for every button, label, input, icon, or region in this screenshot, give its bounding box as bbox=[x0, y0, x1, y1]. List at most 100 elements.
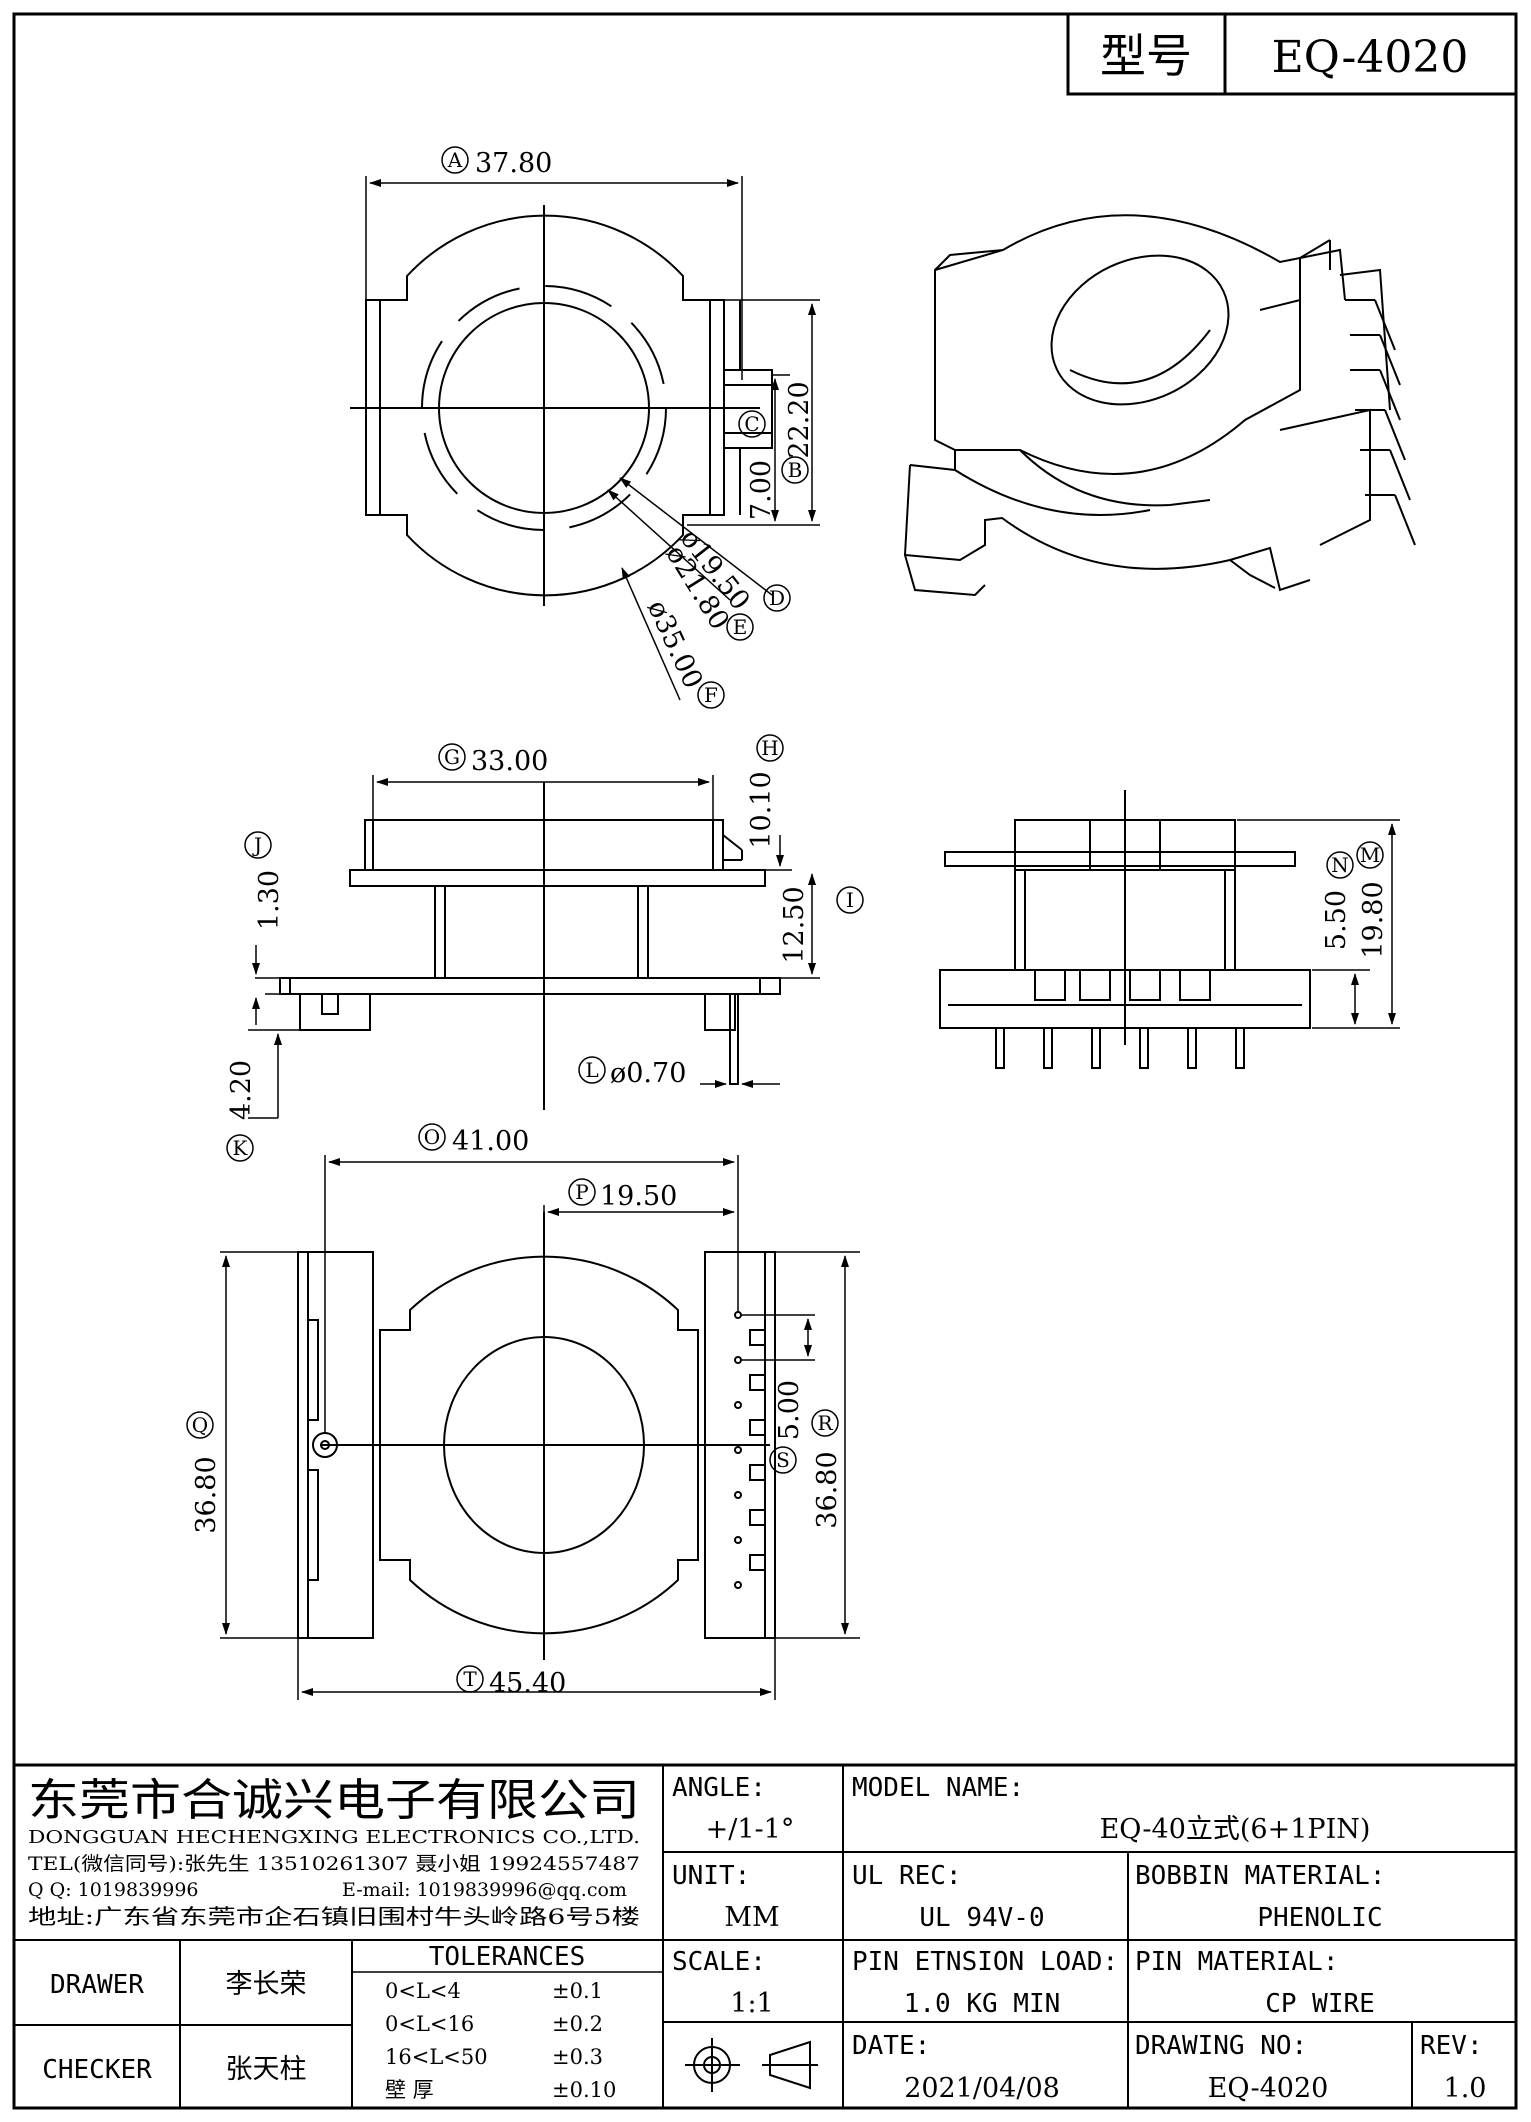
bottom-view bbox=[297, 1212, 776, 1660]
tol-range-2: 16<L<50 bbox=[385, 2045, 488, 2069]
dim-S-text: 5.00 bbox=[774, 1380, 805, 1440]
dim-F-circle: F bbox=[697, 681, 725, 709]
dim-S: S bbox=[769, 1446, 797, 1474]
dim-B-circle: B bbox=[781, 456, 809, 484]
rev-label: REV: bbox=[1420, 2031, 1483, 2061]
checker-name: 张天柱 bbox=[226, 2054, 307, 2085]
dim-S-letter: S bbox=[776, 1448, 790, 1472]
dim-S-value: 5.00 bbox=[774, 1380, 805, 1440]
dim-O: O 41.00 bbox=[418, 1123, 529, 1157]
model-name-label: MODEL NAME: bbox=[852, 1773, 1024, 1803]
dim-A: A 37.80 bbox=[441, 146, 552, 179]
drawing-no-label: DRAWING NO: bbox=[1135, 2031, 1307, 2061]
dim-B-letter: B bbox=[788, 458, 803, 482]
unit-value: MM bbox=[724, 1902, 779, 1933]
tol-value-1: ±0.2 bbox=[552, 2012, 603, 2036]
tol-range-1: 0<L<16 bbox=[385, 2012, 474, 2036]
top-view-dimensions bbox=[365, 176, 820, 701]
front-view-dimensions bbox=[248, 775, 820, 1119]
dim-H: H bbox=[756, 734, 784, 762]
dim-R: R bbox=[811, 1409, 839, 1437]
dim-Q-value: 36.80 bbox=[191, 1456, 222, 1533]
dim-J-text: 1.30 bbox=[254, 870, 285, 930]
projection-symbol bbox=[685, 2038, 818, 2092]
company-block: 东莞市合诚兴电子有限公司 DONGGUAN HECHENGXING ELECTR… bbox=[28, 1775, 640, 1929]
dim-L-letter: L bbox=[585, 1058, 598, 1082]
tolerances-block: TOLERANCES 0<L<4 ±0.1 0<L<16 ±0.2 16<L<5… bbox=[385, 1942, 616, 2102]
tol-value-2: ±0.3 bbox=[552, 2045, 603, 2069]
company-name-cn: 东莞市合诚兴电子有限公司 bbox=[28, 1775, 640, 1826]
side-view bbox=[939, 790, 1311, 1069]
dim-R-text: 36.80 bbox=[812, 1451, 843, 1528]
dim-M-value: 19.80 bbox=[1358, 881, 1389, 958]
dim-G-letter: G bbox=[444, 745, 460, 769]
tol-value-3: ±0.10 bbox=[552, 2078, 616, 2102]
dim-H-letter: H bbox=[761, 736, 778, 760]
dim-Q-text: 36.80 bbox=[191, 1456, 222, 1533]
dim-N-letter: N bbox=[1331, 853, 1349, 877]
dim-I-text: 12.50 bbox=[779, 886, 810, 963]
bobbin-material-value: PHENOLIC bbox=[1257, 1903, 1382, 1933]
bottom-view-dimensions bbox=[220, 1155, 860, 1700]
pin-material-value: CP WIRE bbox=[1265, 1989, 1375, 2019]
dim-A-value: 37.80 bbox=[475, 148, 552, 179]
dim-L: L ø0.70 bbox=[578, 1056, 686, 1089]
dim-T-value: 45.40 bbox=[489, 1668, 566, 1699]
pin-tension-label: PIN ETNSION LOAD: bbox=[852, 1947, 1118, 1977]
angle-value: +/1-1° bbox=[706, 1814, 795, 1845]
isometric-view bbox=[903, 214, 1416, 597]
dim-B: 22.20 bbox=[784, 381, 815, 458]
dim-Q: Q bbox=[186, 1411, 214, 1439]
dim-K-value: 4.20 bbox=[226, 1060, 257, 1120]
drawing-border bbox=[12, 12, 1518, 2110]
dim-G-value: 33.00 bbox=[471, 746, 548, 777]
dim-C-letter: C bbox=[744, 412, 759, 436]
dim-Q-letter: Q bbox=[192, 1413, 208, 1437]
pin-tension-value: 1.0 KG MIN bbox=[904, 1989, 1061, 2019]
tol-range-3: 壁 厚 bbox=[385, 2078, 434, 2102]
dim-O-letter: O bbox=[424, 1125, 440, 1149]
dim-T-letter: T bbox=[463, 1667, 477, 1691]
dim-T: T 45.40 bbox=[456, 1665, 566, 1699]
dim-M-letter: M bbox=[1360, 843, 1380, 867]
dim-H-value: 10.10 bbox=[746, 771, 777, 848]
date-label: DATE: bbox=[852, 2031, 930, 2061]
dim-F-letter: F bbox=[704, 683, 718, 707]
dim-N-text: 5.50 bbox=[1321, 890, 1352, 950]
angle-label: ANGLE: bbox=[672, 1773, 766, 1803]
dim-D-letter: D bbox=[769, 586, 785, 610]
ul-rec-label: UL REC: bbox=[852, 1861, 962, 1891]
dim-A-letter: A bbox=[447, 148, 463, 172]
rev-value: 1.0 bbox=[1444, 2073, 1487, 2104]
dim-P-letter: P bbox=[575, 1180, 588, 1204]
scale-label: SCALE: bbox=[672, 1947, 766, 1977]
dim-P-value: 19.50 bbox=[600, 1181, 677, 1212]
drawer-name: 李长荣 bbox=[226, 1969, 307, 2000]
dim-I: I bbox=[836, 886, 864, 914]
company-tel: TEL(微信同号):张先生 13510261307 聂小姐 1992455748… bbox=[28, 1853, 640, 1875]
drawer-label: DRAWER bbox=[50, 1970, 144, 2000]
dim-N-value: 5.50 bbox=[1321, 890, 1352, 950]
dim-K-text: 4.20 bbox=[226, 1060, 257, 1120]
checker-label: CHECKER bbox=[42, 2055, 152, 2085]
drawing-no-value: EQ-4020 bbox=[1208, 2073, 1329, 2104]
dim-M: M bbox=[1356, 841, 1384, 869]
dim-J-value: 1.30 bbox=[254, 870, 285, 930]
top-view bbox=[350, 205, 773, 606]
dim-E-letter: E bbox=[733, 615, 748, 639]
type-label: 型号 bbox=[1100, 29, 1192, 83]
tolerances-title: TOLERANCES bbox=[429, 1942, 586, 1972]
dim-D-circle: D bbox=[763, 584, 791, 612]
dim-K: K bbox=[226, 1134, 254, 1162]
dim-K-letter: K bbox=[233, 1136, 249, 1160]
model-name-value: EQ-40立式(6+1PIN) bbox=[1100, 1814, 1371, 1845]
side-view-dimensions bbox=[1237, 819, 1400, 1029]
tol-value-0: ±0.1 bbox=[552, 1979, 603, 2003]
dim-H-text: 10.10 bbox=[746, 771, 777, 848]
bobbin-material-label: BOBBIN MATERIAL: bbox=[1135, 1861, 1385, 1891]
ul-rec-value: UL 94V-0 bbox=[919, 1903, 1044, 1933]
date-value: 2021/04/08 bbox=[904, 2073, 1060, 2104]
company-qq: Q Q: 1019839996 bbox=[28, 1879, 199, 1901]
dim-C: C bbox=[738, 410, 766, 438]
